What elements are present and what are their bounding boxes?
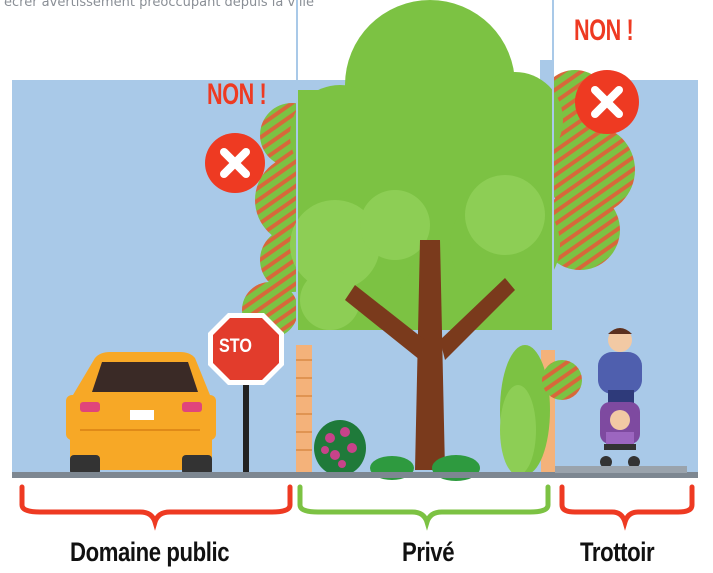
curb xyxy=(555,466,687,473)
zone-label-public: Domaine public xyxy=(70,537,230,567)
top-caption-fragment: ecrer avertissement préoccupant depuis l… xyxy=(4,0,315,10)
flower-bush xyxy=(314,420,366,476)
stop-sign xyxy=(208,313,284,473)
no-icon-left xyxy=(205,133,265,193)
warning-left: NON ! xyxy=(207,78,267,111)
pedestrian-with-stroller xyxy=(598,328,642,468)
bracket-sidewalk xyxy=(559,484,695,531)
zone-label-private: Privé xyxy=(402,537,455,567)
car xyxy=(66,352,216,475)
hedge-post-left xyxy=(296,345,312,473)
shrub-right xyxy=(500,345,582,475)
bracket-public xyxy=(19,484,293,531)
warning-right: NON ! xyxy=(574,14,634,47)
zone-label-sidewalk: Trottoir xyxy=(580,537,655,567)
stop-sign-text: STO xyxy=(219,336,252,357)
ground-line xyxy=(12,472,698,478)
no-icon-right xyxy=(575,70,639,134)
bracket-private xyxy=(297,484,551,531)
tree-trunk xyxy=(345,240,515,470)
